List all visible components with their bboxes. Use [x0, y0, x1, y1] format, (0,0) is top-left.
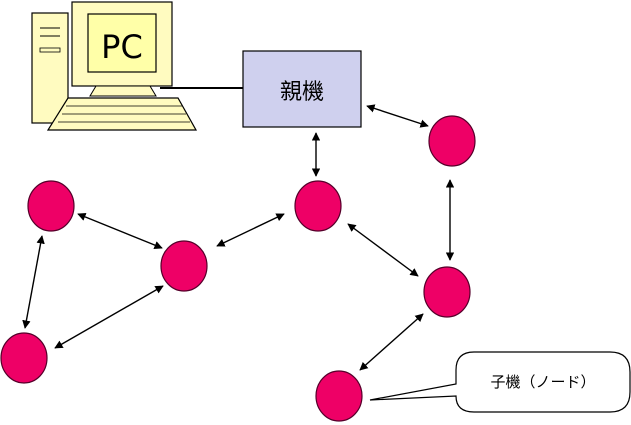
node-bottom-left: [0, 332, 48, 384]
link-center-right: [347, 223, 419, 277]
pc-label: PC: [101, 28, 143, 66]
link-mid-center: [216, 213, 285, 247]
node-top-right: [428, 115, 476, 167]
link-bottom-left-mid: [54, 285, 164, 349]
parent-unit-box: 親機: [242, 50, 362, 128]
callout-bubble: [369, 351, 631, 413]
node-top-left: [27, 180, 75, 232]
node-mid: [160, 240, 208, 292]
callout: 子機（ノード）: [369, 351, 631, 413]
node-bottom: [315, 370, 363, 422]
nodes: [0, 115, 476, 422]
link-bottom-right: [359, 313, 424, 371]
connections: [22, 104, 455, 371]
link-parent-node-top-right: [366, 104, 429, 128]
pc-tower: [31, 12, 69, 124]
link-top-left-bottom-left: [22, 235, 45, 329]
node-right: [423, 266, 471, 318]
desktop-pc-icon: PC: [31, 1, 198, 131]
parent-unit-label: 親機: [280, 80, 324, 105]
node-center: [294, 180, 342, 232]
pc-screen: [87, 13, 157, 73]
callout-label: 子機（ノード）: [490, 373, 595, 391]
link-top-left-mid: [77, 212, 163, 250]
